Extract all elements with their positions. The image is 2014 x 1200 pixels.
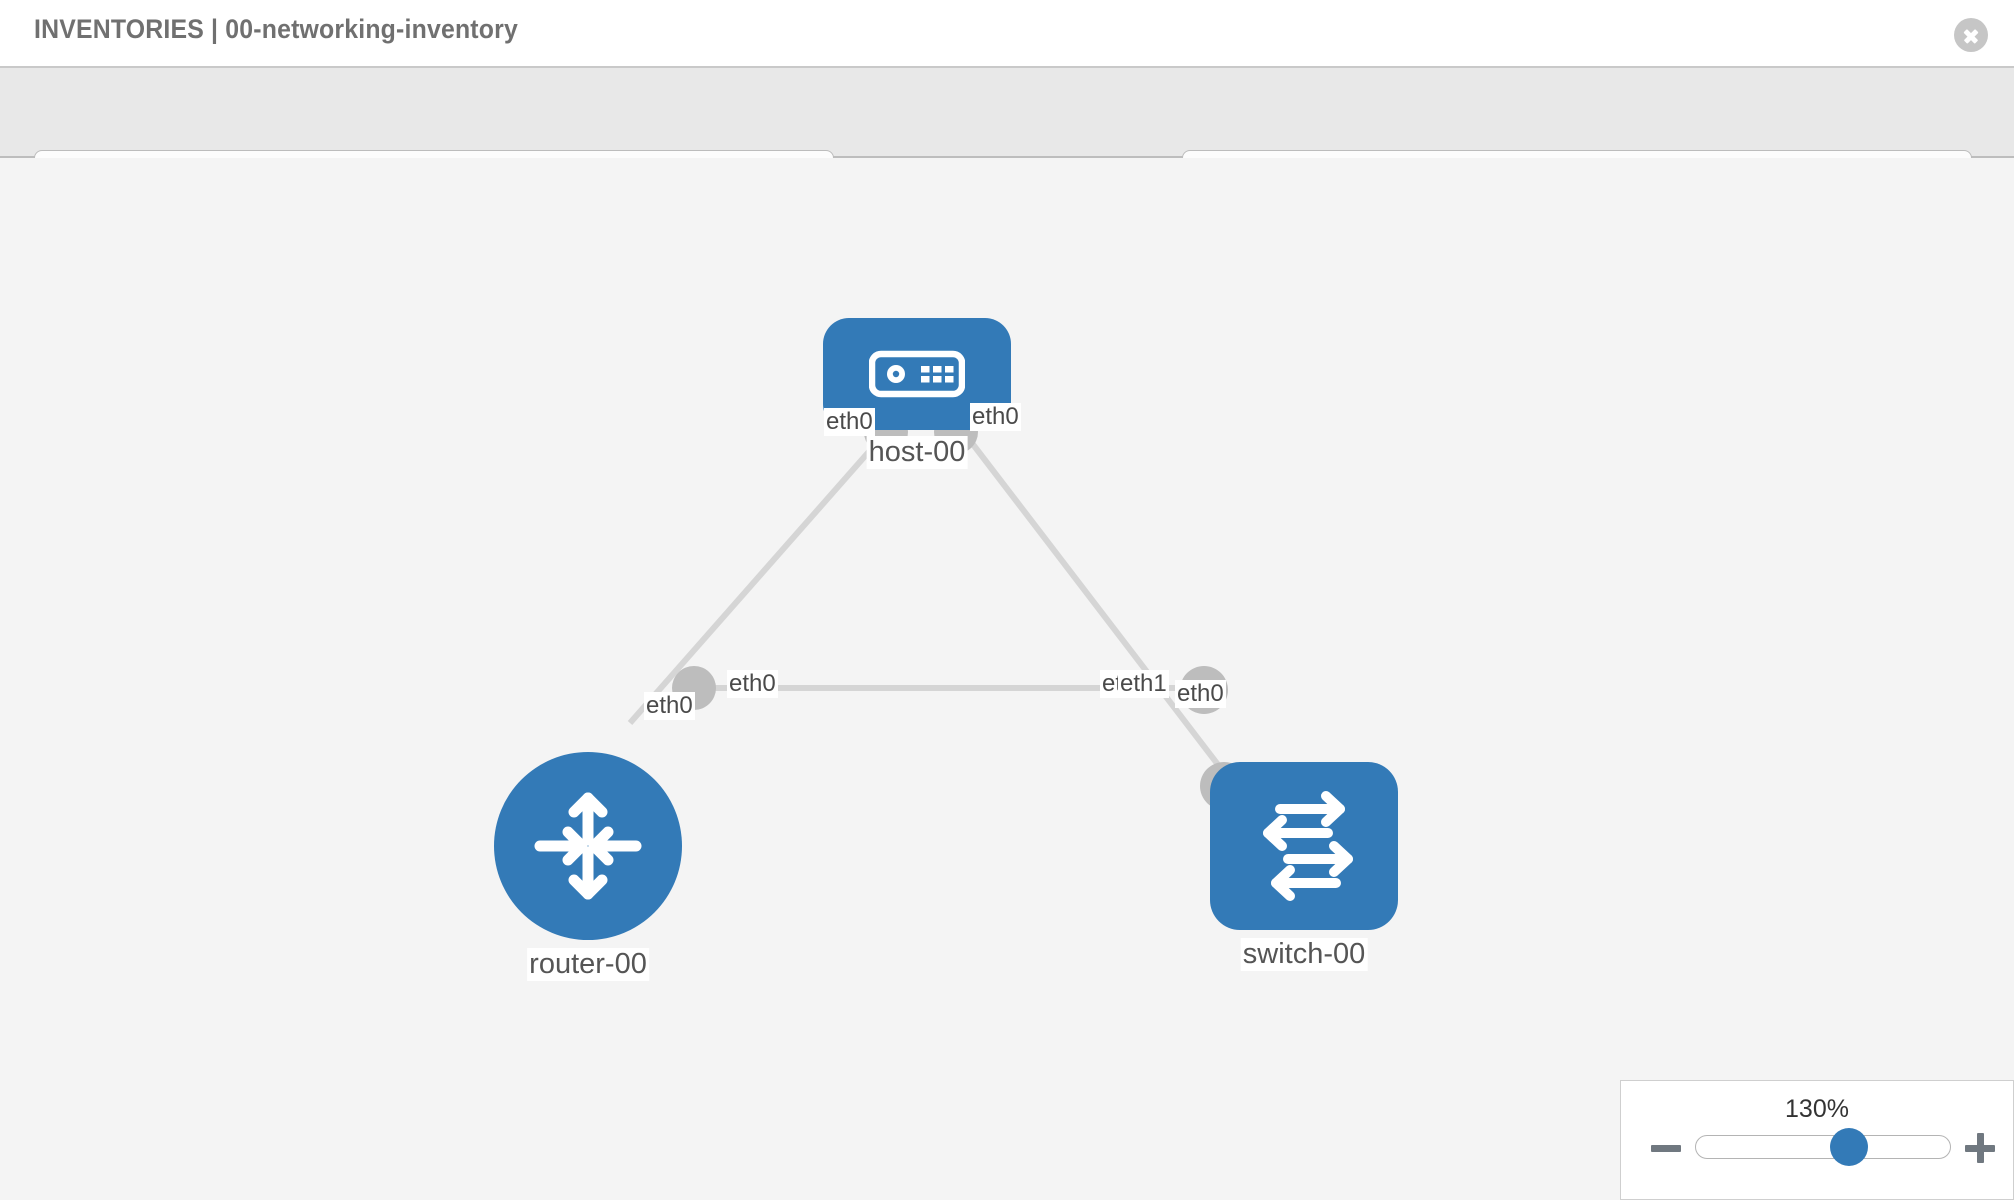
server-icon: [869, 350, 965, 398]
zoom-slider-track[interactable]: [1695, 1135, 1951, 1159]
topology-node-router[interactable]: router-00: [494, 752, 682, 981]
edge-host-switch: [959, 428, 1235, 785]
router-node-label: router-00: [527, 948, 649, 981]
topology-node-switch[interactable]: switch-00: [1210, 762, 1398, 971]
close-icon[interactable]: [1954, 18, 1988, 52]
zoom-control-panel: 130%: [1620, 1080, 2014, 1200]
edge-host-router: [627, 428, 891, 725]
router-node-shape[interactable]: [494, 752, 682, 940]
topology-canvas[interactable]: host-00: [0, 158, 2014, 1200]
page-title: INVENTORIES | 00-networking-inventory: [34, 14, 518, 44]
topology-edges: [627, 428, 1235, 785]
router-arrows-icon: [534, 792, 642, 900]
edge-label-host-left: eth0: [824, 408, 875, 436]
zoom-slider-thumb[interactable]: [1830, 1128, 1869, 1166]
page-header: INVENTORIES | 00-networking-inventory: [0, 0, 2014, 68]
zoom-level-label: 130%: [1785, 1095, 1849, 1123]
host-node-label: host-00: [866, 436, 968, 469]
zoom-in-button[interactable]: [1965, 1133, 1995, 1163]
zoom-out-button[interactable]: [1651, 1133, 1681, 1163]
switch-node-shape[interactable]: [1210, 762, 1398, 930]
edge-label-host-right: eth0: [970, 403, 1021, 431]
edge-label-router-up: eth0: [644, 692, 695, 720]
toolbar: ACTIONS SEARCH: [0, 68, 2014, 208]
switch-arrows-icon: [1263, 791, 1353, 901]
edge-label-switch-left-over: eth1: [1118, 670, 1169, 698]
edge-label-switch-up: eth0: [1175, 680, 1226, 708]
edge-label-router-right: eth0: [727, 670, 778, 698]
switch-node-label: switch-00: [1240, 938, 1368, 971]
